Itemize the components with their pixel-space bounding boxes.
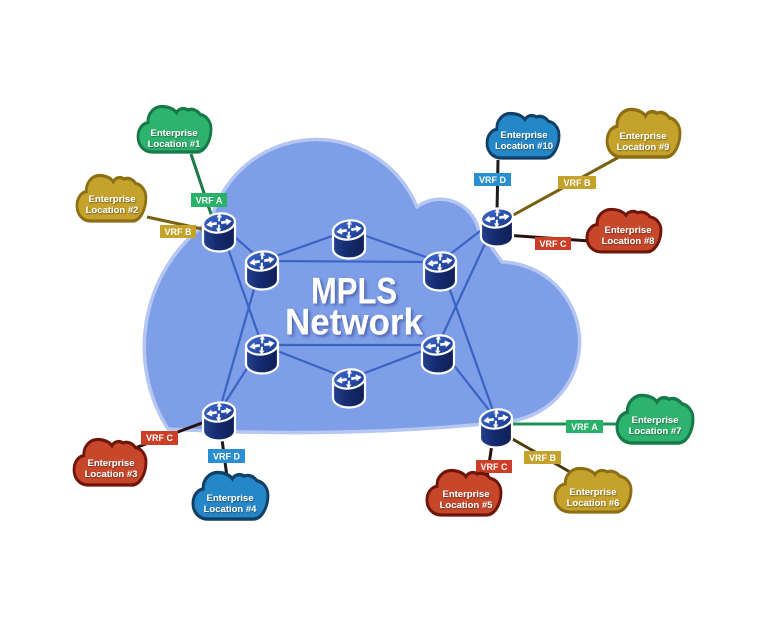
svg-text:Network: Network bbox=[285, 302, 423, 343]
svg-text:Location #9: Location #9 bbox=[617, 142, 670, 153]
svg-text:Enterprise: Enterprise bbox=[632, 415, 679, 426]
svg-text:Location #4: Location #4 bbox=[204, 504, 258, 515]
svg-text:VRF D: VRF D bbox=[213, 452, 241, 462]
svg-text:Enterprise: Enterprise bbox=[605, 225, 652, 236]
svg-text:VRF B: VRF B bbox=[165, 227, 193, 237]
svg-text:Location #3: Location #3 bbox=[85, 469, 138, 480]
svg-text:Enterprise: Enterprise bbox=[207, 493, 254, 504]
svg-text:VRF C: VRF C bbox=[481, 462, 509, 472]
svg-text:Location #2: Location #2 bbox=[86, 205, 139, 216]
svg-text:Location #5: Location #5 bbox=[440, 500, 494, 511]
svg-text:VRF A: VRF A bbox=[571, 422, 598, 432]
svg-text:VRF B: VRF B bbox=[529, 453, 557, 463]
svg-text:Enterprise: Enterprise bbox=[89, 194, 136, 205]
svg-text:VRF A: VRF A bbox=[196, 196, 223, 206]
svg-text:Enterprise: Enterprise bbox=[570, 487, 617, 498]
svg-text:VRF B: VRF B bbox=[564, 178, 592, 188]
svg-text:Enterprise: Enterprise bbox=[620, 131, 667, 142]
svg-text:Location #7: Location #7 bbox=[629, 426, 682, 437]
svg-text:Enterprise: Enterprise bbox=[443, 489, 490, 500]
svg-text:MPLS: MPLS bbox=[311, 271, 397, 312]
svg-text:Enterprise: Enterprise bbox=[88, 458, 135, 469]
svg-text:Location #8: Location #8 bbox=[602, 236, 655, 247]
svg-text:Enterprise: Enterprise bbox=[501, 130, 548, 141]
svg-text:VRF D: VRF D bbox=[479, 175, 507, 185]
svg-text:Location #10: Location #10 bbox=[495, 141, 553, 152]
svg-text:VRF C: VRF C bbox=[540, 239, 568, 249]
svg-text:VRF C: VRF C bbox=[146, 433, 174, 443]
svg-text:Location #6: Location #6 bbox=[567, 498, 620, 509]
svg-text:Location #1: Location #1 bbox=[148, 139, 202, 150]
svg-text:Enterprise: Enterprise bbox=[151, 128, 198, 139]
